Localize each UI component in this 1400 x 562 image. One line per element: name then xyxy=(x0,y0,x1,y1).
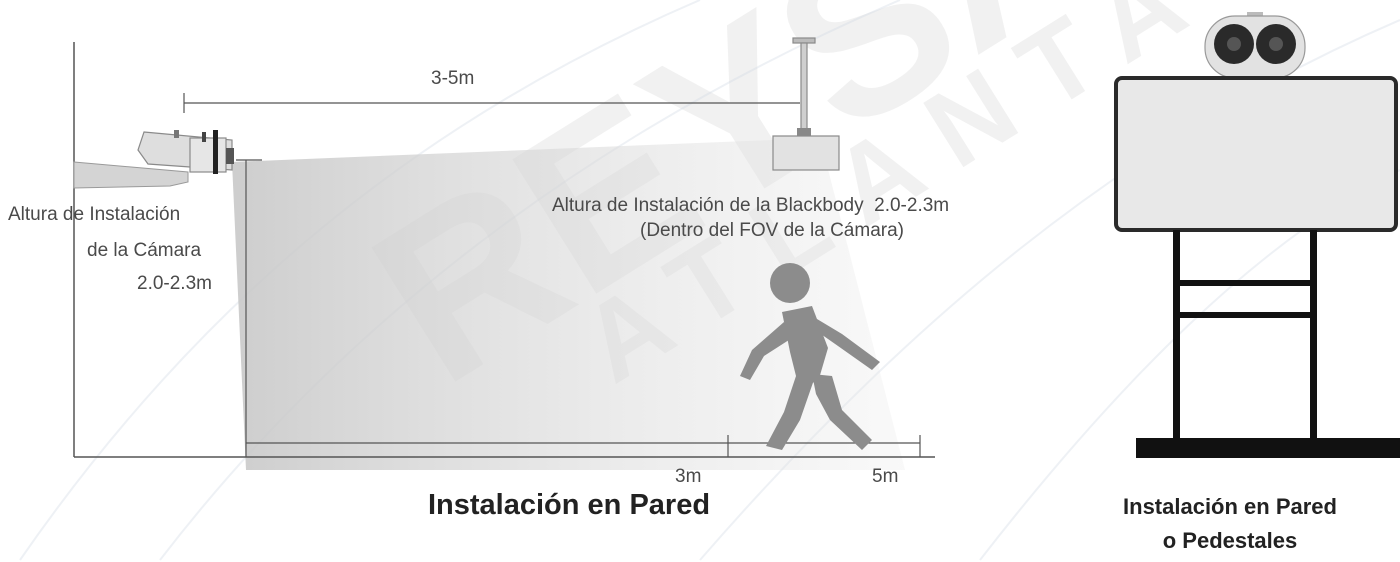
wall-installation-title: Instalación en Pared xyxy=(428,489,711,521)
camera-height-line2: de la Cámara xyxy=(87,240,202,261)
ground-distance-near: 3m xyxy=(675,466,702,487)
blackbody-height-line1: Altura de Instalación de la Blackbody 2.… xyxy=(552,195,950,216)
camera-height-dimension xyxy=(236,159,262,457)
pedestal-title-line2: o Pedestales xyxy=(1162,528,1298,553)
ground-dimension xyxy=(246,435,921,457)
blackbody-height-line2: (Dentro del FOV de la Cámara) xyxy=(640,220,904,241)
blackbody-device-icon xyxy=(772,37,840,171)
top-distance-label: 3-5m xyxy=(431,68,475,89)
pedestal-installation-title: Instalación en Pared o Pedestales xyxy=(1070,490,1390,558)
walking-person-icon xyxy=(740,263,880,450)
dual-lens-camera-icon xyxy=(1204,12,1306,79)
camera-height-line1: Altura de Instalación xyxy=(8,204,181,225)
wall-bracket-icon xyxy=(73,161,189,189)
camera-height-line3: 2.0-2.3m xyxy=(137,273,212,294)
thermal-camera-icon xyxy=(137,130,234,174)
pedestal-title-line1: Instalación en Pared xyxy=(1123,494,1337,519)
pedestal-screen-icon xyxy=(1114,76,1400,458)
top-dimension xyxy=(183,93,800,113)
camera-fov-cone xyxy=(232,138,905,470)
ground-distance-far: 5m xyxy=(872,466,899,487)
